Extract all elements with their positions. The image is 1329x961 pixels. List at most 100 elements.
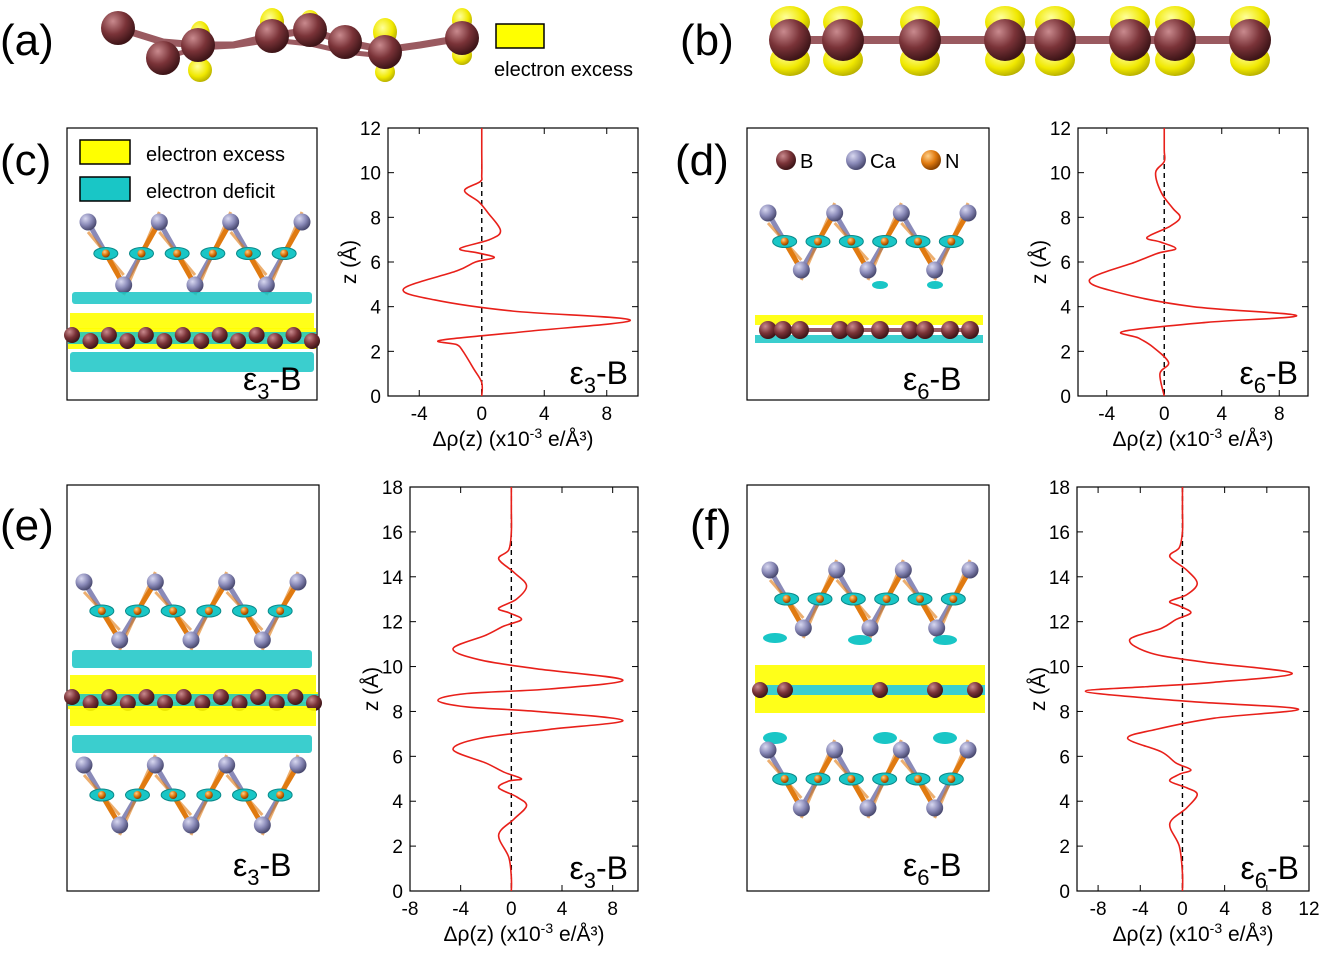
- panel-a-structure: [101, 8, 479, 82]
- y-tick-label: 8: [1060, 208, 1071, 229]
- panel-label-c: (c): [0, 136, 51, 185]
- nitrogen-atom: [280, 249, 289, 258]
- nitrogen-atom: [914, 775, 922, 783]
- atom-legend-ca-ball: [846, 150, 866, 170]
- nitrogen-atom: [204, 791, 213, 799]
- y-tick-label: 14: [1049, 568, 1071, 589]
- calcium-atom: [289, 756, 307, 774]
- calcium-atom: [146, 756, 164, 774]
- calcium-atom: [289, 573, 307, 591]
- nitrogen-atom: [816, 595, 824, 603]
- nitrogen-atom: [947, 237, 956, 246]
- panel-d-structure: [755, 202, 983, 343]
- nitrogen-atom: [240, 791, 249, 799]
- calcium-atom: [859, 799, 877, 817]
- nitrogen-atom: [276, 791, 285, 799]
- x-tick-label: 4: [1219, 899, 1230, 920]
- atom-legend-n-ball: [921, 150, 941, 170]
- y-tick-label: 0: [370, 387, 381, 408]
- nitrogen-atom: [169, 607, 178, 615]
- x-tick-label: 8: [1274, 404, 1285, 425]
- boron-atom: [248, 327, 265, 343]
- x-axis-label: Δρ(z) (x10-3 e/Å³): [1113, 425, 1274, 451]
- boron-atom: [212, 689, 229, 705]
- y-tick-label: 18: [1049, 478, 1070, 499]
- boron-atom: [82, 695, 99, 711]
- x-tick-label: -8: [402, 899, 419, 920]
- calcium-atom: [861, 619, 879, 637]
- y-tick-label: 4: [1060, 298, 1071, 319]
- boron-atom: [101, 689, 118, 705]
- boron-atom: [306, 695, 322, 711]
- legend-text-deficit: electron deficit: [146, 181, 275, 203]
- boron-atom: [916, 321, 934, 339]
- y-tick-label: 0: [1060, 387, 1071, 408]
- legend-swatch-deficit: [79, 176, 131, 202]
- boron-atom: [64, 689, 80, 705]
- boron-atom: [777, 682, 793, 698]
- x-tick-label: 0: [506, 899, 517, 920]
- nitrogen-atom: [133, 607, 142, 615]
- x-tick-label: -8: [1090, 899, 1107, 920]
- y-tick-label: 18: [382, 478, 403, 499]
- boron-atom: [211, 327, 228, 343]
- deficit-lobe: [872, 281, 888, 289]
- boron-atom: [230, 333, 247, 349]
- calcium-atom: [150, 213, 168, 231]
- nitrogen-atom: [947, 775, 956, 783]
- y-tick-label: 6: [370, 253, 381, 274]
- deficit-band: [755, 335, 983, 343]
- calcium-atom: [182, 631, 200, 649]
- excess-band: [70, 313, 314, 329]
- panel-label-a: (a): [0, 16, 54, 65]
- nitrogen-atom: [780, 237, 789, 246]
- y-tick-label: 2: [392, 837, 403, 858]
- boron-atom: [967, 682, 983, 698]
- x-axis-label: Δρ(z) (x10-3 e/Å³): [433, 425, 594, 451]
- calcium-atom: [293, 213, 311, 231]
- calcium-atom: [186, 276, 204, 294]
- chart-corner-label: ε6-B: [1240, 850, 1299, 893]
- calcium-atom: [146, 573, 164, 591]
- nitrogen-atom: [169, 791, 178, 799]
- nitrogen-atom: [204, 607, 213, 615]
- boron-atom: [1109, 19, 1151, 61]
- panel-label-e: (e): [0, 501, 54, 550]
- boron-atom: [250, 689, 267, 705]
- x-tick-label: 4: [539, 404, 550, 425]
- y-tick-label: 4: [392, 792, 403, 813]
- calcium-atom: [828, 561, 846, 579]
- boron-atom: [287, 689, 304, 705]
- deficit-lobe: [933, 635, 957, 645]
- nitrogen-atom: [814, 775, 822, 783]
- excess-band: [755, 695, 985, 713]
- calcium-atom: [859, 261, 877, 279]
- calcium-atom: [926, 799, 944, 817]
- boron-atom: [791, 321, 809, 339]
- nitrogen-atom: [97, 791, 106, 799]
- chart-corner-label: ε3-B: [569, 355, 628, 398]
- series-line: [402, 127, 631, 397]
- deficit-lobe: [927, 281, 943, 289]
- calcium-atom: [182, 816, 200, 834]
- y-tick-label: 16: [1049, 523, 1070, 544]
- calcium-atom: [892, 741, 910, 759]
- y-tick-label: 2: [1059, 837, 1070, 858]
- structure-label-d: ε6-B: [903, 361, 962, 404]
- boron-atom: [304, 333, 320, 349]
- panel-label-b: (b): [680, 16, 734, 65]
- calcium-atom: [759, 741, 777, 759]
- x-tick-label: 8: [601, 404, 612, 425]
- boron-atom: [1229, 19, 1271, 61]
- y-tick-label: 14: [382, 568, 404, 589]
- boron-atom: [138, 689, 155, 705]
- calcium-atom: [826, 204, 844, 222]
- y-axis-label: z (Å): [1027, 667, 1050, 711]
- calcium-atom: [257, 276, 275, 294]
- calcium-atom: [761, 561, 779, 579]
